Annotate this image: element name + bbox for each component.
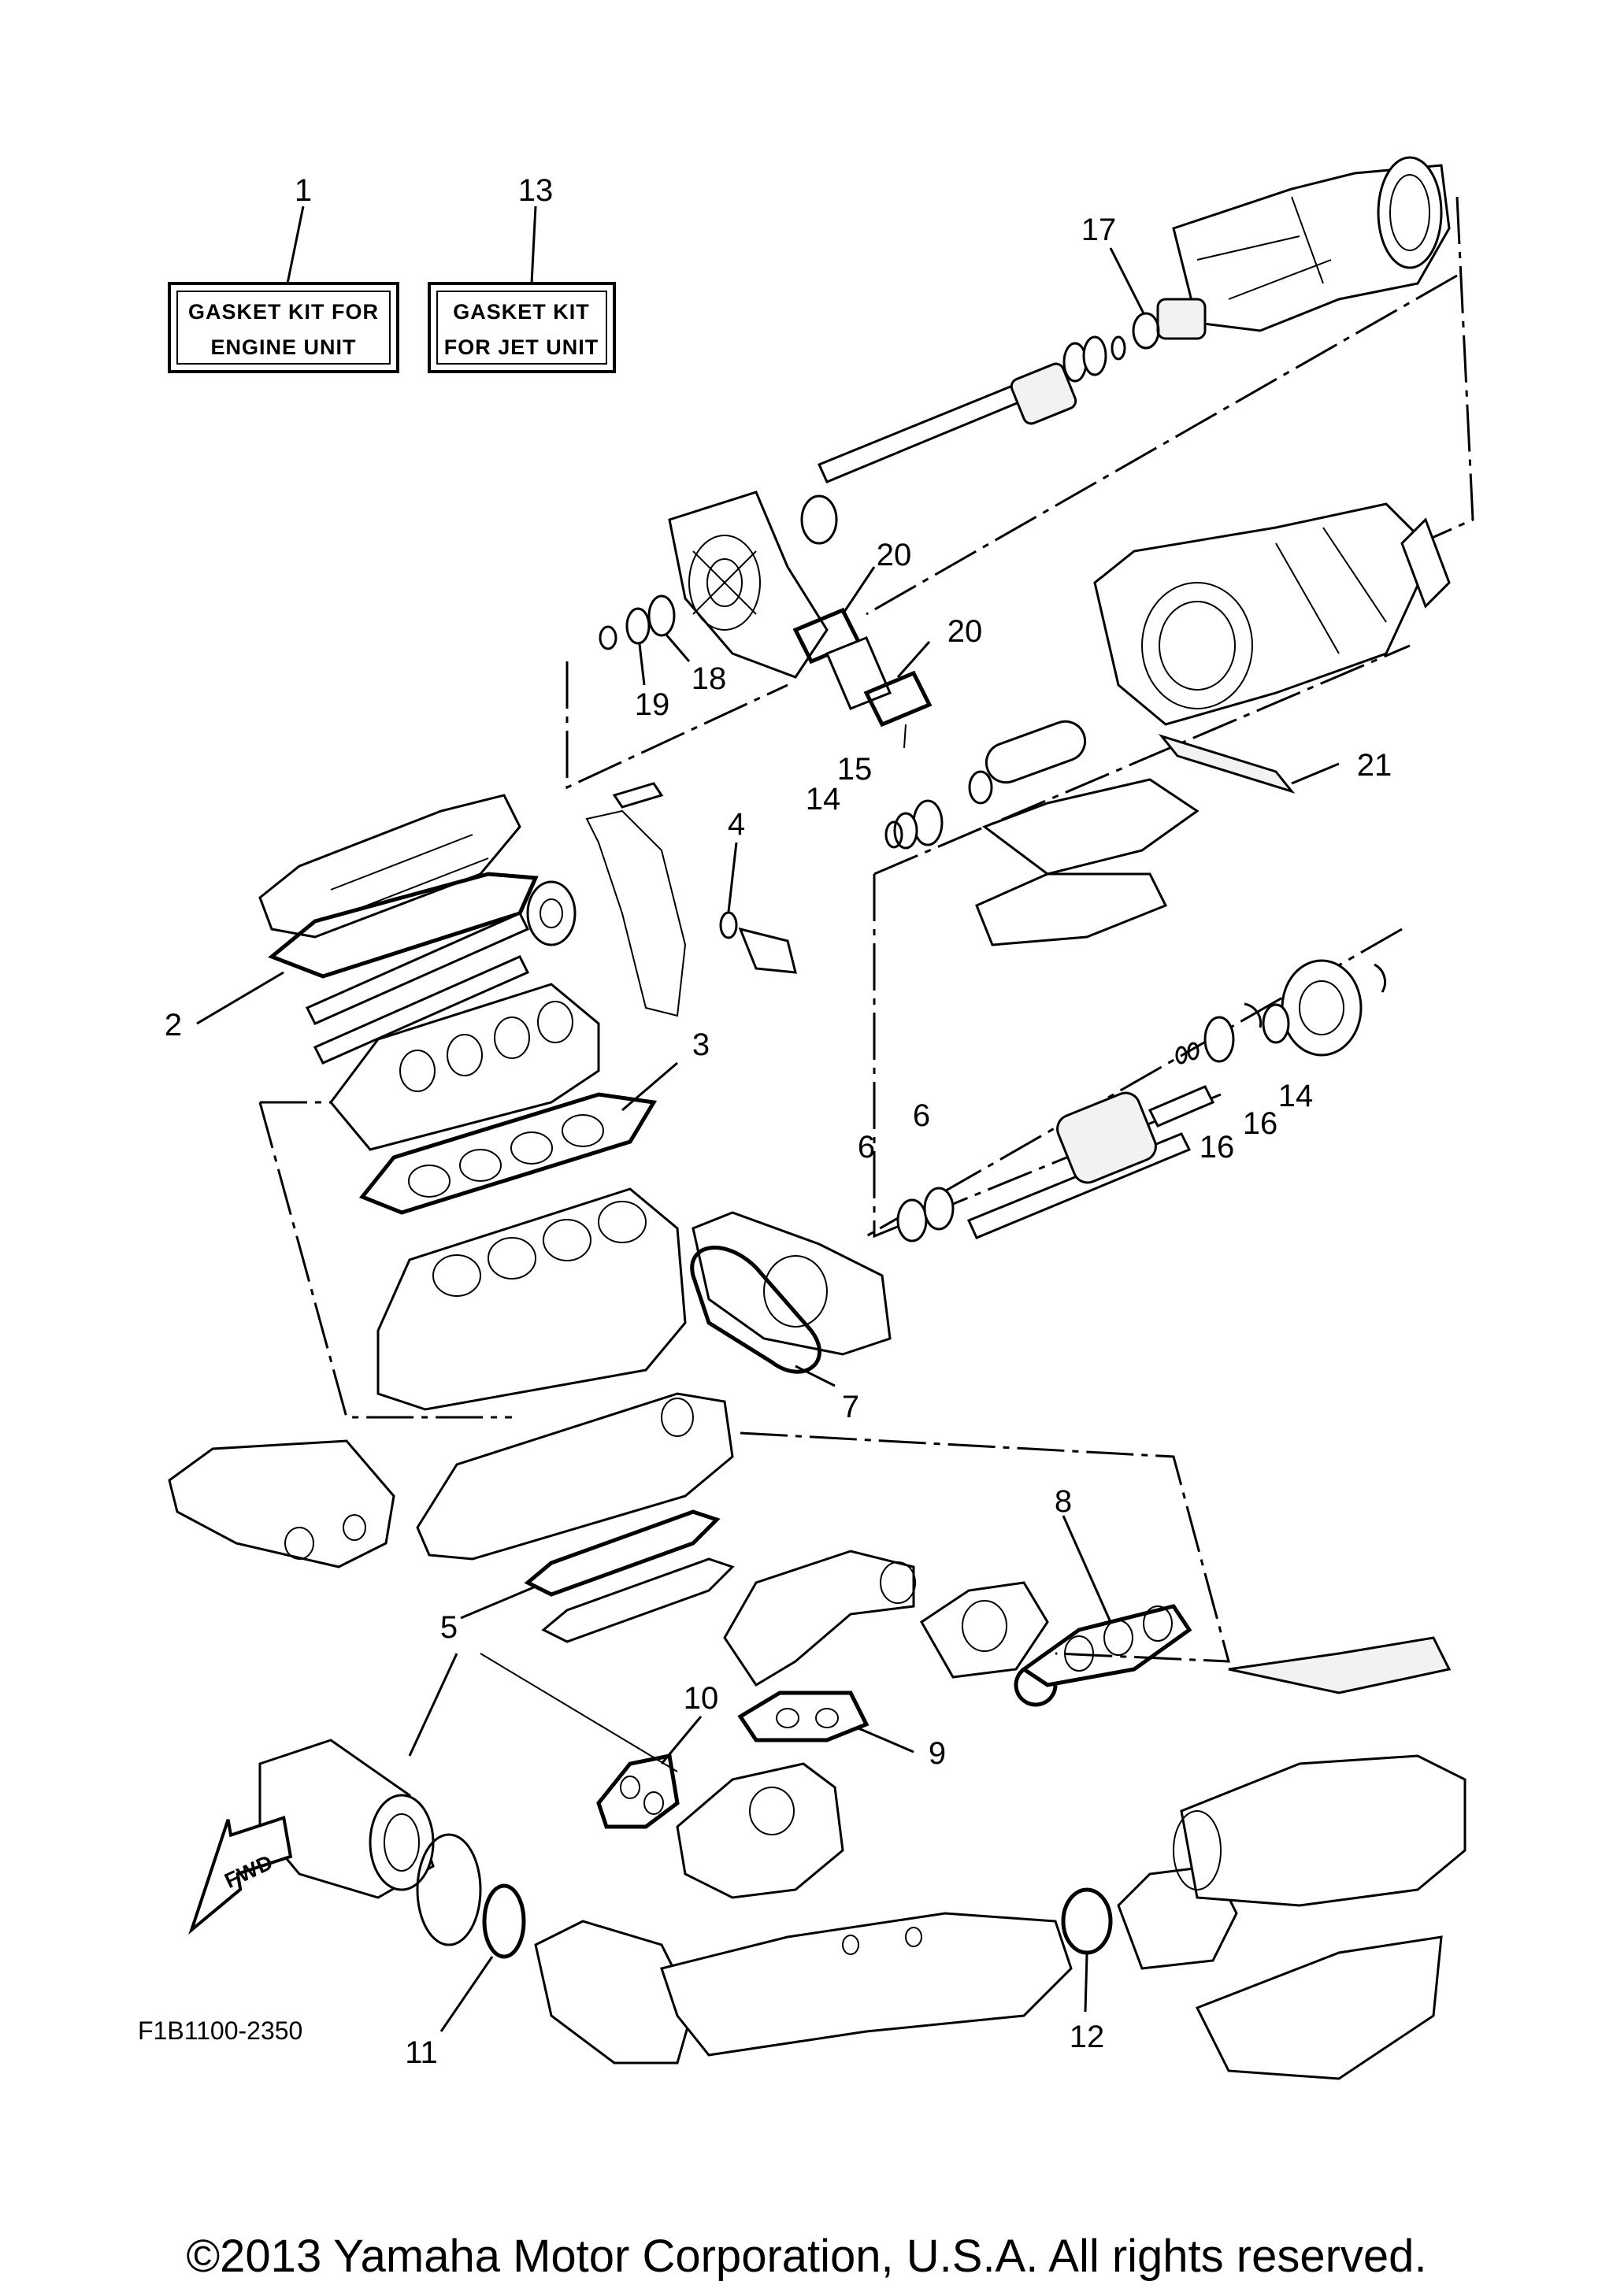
callout-19: 19	[635, 687, 670, 722]
clamp-band	[416, 1833, 482, 1946]
seal-19a	[599, 625, 617, 650]
gasket-2	[268, 872, 539, 979]
exhaust-gasket-9	[737, 1691, 914, 1753]
callout-15: 15	[837, 752, 873, 787]
kit-box-jet-line2: FOR JET UNIT	[444, 335, 599, 359]
cover-plate	[825, 636, 892, 710]
exhaust-gasket-10	[596, 1716, 703, 1829]
cylinder-block	[376, 1187, 687, 1411]
callout-20b: 20	[947, 614, 983, 649]
side-cover	[168, 1439, 395, 1568]
impeller-shaft	[800, 335, 1126, 545]
callout-8: 8	[1055, 1484, 1072, 1519]
callout-6a: 6	[858, 1130, 875, 1165]
callout-6b: 6	[913, 1098, 930, 1133]
callout-1: 1	[295, 173, 312, 208]
kit-box-engine-unit[interactable]: GASKET KIT FOR ENGINE UNIT 1	[168, 173, 399, 373]
callout-14a: 14	[806, 782, 841, 817]
seal-6a	[896, 1198, 928, 1242]
callout-20a: 20	[877, 538, 912, 572]
intake-housing	[668, 491, 829, 679]
callout-9: 9	[929, 1736, 946, 1771]
crankcase	[416, 1392, 734, 1561]
kit-box-jet-line1: GASKET KIT	[453, 300, 590, 324]
seal-11	[482, 1883, 526, 1959]
plate-21	[1158, 734, 1296, 794]
cylinder-head-cover	[258, 794, 521, 939]
water-lock	[534, 1912, 1073, 2065]
callout-labels: 17 20 20 18 19 15 14 21 4 2 3 14 16 16 6…	[165, 213, 1392, 2070]
exhaust-pipe	[676, 1762, 844, 1899]
gasket-12	[1061, 1887, 1113, 1955]
callout-16a: 16	[1243, 1106, 1278, 1141]
callout-4: 4	[728, 807, 745, 842]
head-gasket-3	[358, 1061, 678, 1215]
seal-18	[647, 594, 676, 637]
callout-13: 13	[518, 173, 554, 208]
figure-code: F1B1100-2350	[138, 2016, 302, 2045]
oil-pan	[541, 1557, 735, 1643]
callout-3: 3	[692, 1028, 710, 1062]
callout-11: 11	[405, 2035, 438, 2070]
gasket-20b	[863, 670, 933, 728]
callout-7: 7	[842, 1390, 859, 1424]
callout-5: 5	[440, 1610, 458, 1645]
callout-18: 18	[692, 661, 727, 696]
exhaust-manifold	[723, 1550, 1049, 1687]
muffler	[258, 1739, 435, 1899]
drive-shaft	[966, 959, 1386, 1239]
callout-2: 2	[165, 1008, 182, 1042]
stern-housing	[1093, 502, 1451, 726]
crankcase-cover	[692, 1211, 892, 1356]
seal-19	[625, 607, 651, 645]
callout-17: 17	[1081, 213, 1117, 247]
callout-12: 12	[1070, 2020, 1105, 2054]
tensioner	[719, 842, 797, 974]
kit-box-jet-unit[interactable]: GASKET KIT FOR JET UNIT 13	[428, 173, 616, 373]
callout-10: 10	[684, 1681, 719, 1716]
kit-box-engine-line1: GASKET KIT FOR	[188, 300, 379, 324]
cylinder-head	[329, 983, 600, 1151]
exhaust-hose	[1117, 1636, 1467, 2080]
fwd-arrow-icon: FWD	[188, 1815, 293, 1935]
gasket-7	[690, 1246, 821, 1374]
jet-pump-housing	[1156, 156, 1451, 340]
callout-16b: 16	[1200, 1130, 1235, 1165]
timing-chain	[585, 782, 687, 1017]
callout-21: 21	[1357, 748, 1392, 783]
shaft-support	[884, 720, 1200, 946]
gasket-5	[524, 1509, 721, 1597]
seal-6b	[923, 1187, 955, 1231]
callout-14b: 14	[1278, 1079, 1314, 1113]
copyright-notice: ©2013 Yamaha Motor Corporation, U.S.A. A…	[186, 2231, 1426, 2282]
assembly-lines	[258, 196, 1474, 1663]
o-ring-17	[1132, 312, 1160, 350]
camshafts	[305, 880, 577, 1065]
exhaust-gasket-8	[1014, 1515, 1192, 1707]
kit-box-engine-line2: ENGINE UNIT	[210, 335, 356, 359]
